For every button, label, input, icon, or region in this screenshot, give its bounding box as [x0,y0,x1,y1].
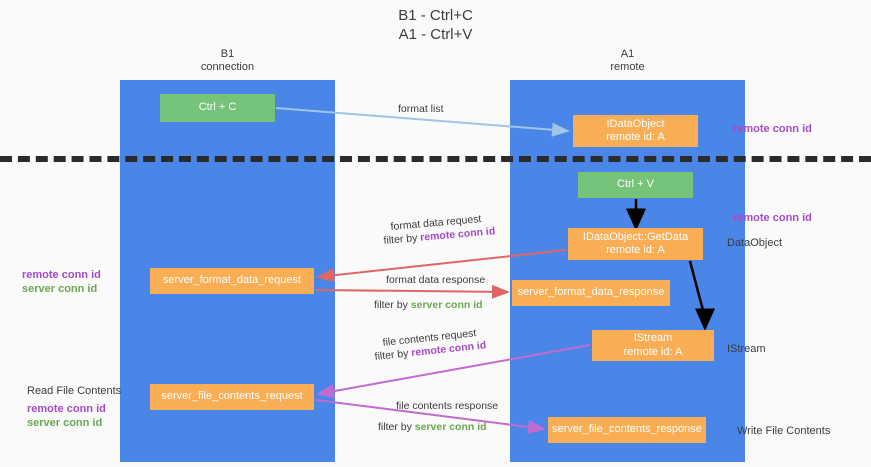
node-istream[interactable]: IStream remote id: A [592,330,714,361]
annotation-remote-conn-id-mid: remote conn id [733,211,812,225]
annotation-istream: IStream [727,342,766,356]
node-ctrl-c[interactable]: Ctrl + C [160,94,275,122]
lane-header-a1-title: A1 [620,48,635,60]
annotation-remote-conn-id-left: remote conn id [22,269,101,281]
node-getdata-line1: IDataObject::GetData [582,230,689,243]
annotation-server-conn-id-left2: server conn id [27,417,103,429]
node-server-format-data-response[interactable]: server_format_data_response [512,280,670,306]
edge-label-format-data-response-filter: filter by server conn id [374,298,483,312]
node-idataobject[interactable]: IDataObject remote id: A [573,115,698,147]
node-ctrl-v-label: Ctrl + V [617,178,654,191]
node-getdata-line2: remote id: A [606,244,665,256]
annotation-istream-text: IStream [727,343,766,355]
annotation-conn-ids-left-top: remote conn id server conn id [22,268,101,296]
node-sfcreq-label: server_file_contents_request [161,390,303,403]
phase-separator [0,156,871,162]
annotation-conn-ids-left-bottom: remote conn id server conn id [27,402,106,430]
lane-header-b1-subtitle: connection [200,61,255,73]
node-ctrl-v[interactable]: Ctrl + V [578,172,693,198]
server-conn-id-text: server conn id [414,421,487,433]
title-line-1: B1 - Ctrl+C [398,7,473,24]
annotation-read-file-contents: Read File Contents [27,384,121,398]
annotation-remote-conn-id-mid-text: remote conn id [733,212,812,224]
node-istream-line2: remote id: A [623,345,683,358]
annotation-server-conn-id-left: server conn id [22,283,98,295]
lane-header-b1: B1 connection [150,48,305,74]
diagram-title: B1 - Ctrl+C A1 - Ctrl+V [0,6,871,44]
annotation-write-file-contents: Write File Contents [737,424,830,438]
node-server-file-contents-response[interactable]: server_file_contents_response [548,417,706,443]
node-server-file-contents-request[interactable]: server_file_contents_request [150,384,314,410]
server-conn-id-text: server conn id [410,299,483,311]
node-sfcres-label: server_file_contents_response [552,423,702,436]
node-idataobject-getdata[interactable]: IDataObject::GetData remote id: A [568,228,703,260]
node-sfdres-label: server_format_data_response [517,286,665,299]
edge-label-file-contents-response: file contents response [396,400,499,412]
annotation-read-file-contents-text: Read File Contents [27,385,122,397]
filter-by-text: filter by [374,299,408,311]
edge-label-format-list: format list [398,103,444,115]
filter-by-text: filter by [374,347,410,363]
node-idataobject-line1: IDataObject [606,117,665,130]
annotation-remote-conn-id-left2: remote conn id [27,403,106,415]
filter-by-text: filter by [383,232,418,247]
lane-header-a1-subtitle: remote [610,61,645,73]
annotation-remote-conn-id-top-text: remote conn id [733,123,812,135]
annotation-dataobject: DataObject [727,236,782,250]
edge-label-format-data-response: format data response [386,274,486,286]
node-istream-line1: IStream [633,332,673,344]
annotation-remote-conn-id-top: remote conn id [733,122,812,136]
annotation-dataobject-text: DataObject [727,237,783,249]
edge-label-file-contents-response-filter: filter by server conn id [378,420,487,434]
filter-by-text: filter by [378,421,412,433]
node-idataobject-line2: remote id: A [606,131,665,143]
node-sfdreq-label: server_format_data_request [162,274,302,287]
lane-header-b1-title: B1 [220,48,235,60]
node-server-format-data-request[interactable]: server_format_data_request [150,268,314,294]
lane-header-a1: A1 remote [560,48,695,74]
annotation-write-file-contents-text: Write File Contents [737,425,831,437]
arrow-format-data-response [315,284,510,299]
title-line-2: A1 - Ctrl+V [398,26,473,43]
node-ctrl-c-label: Ctrl + C [198,101,237,114]
